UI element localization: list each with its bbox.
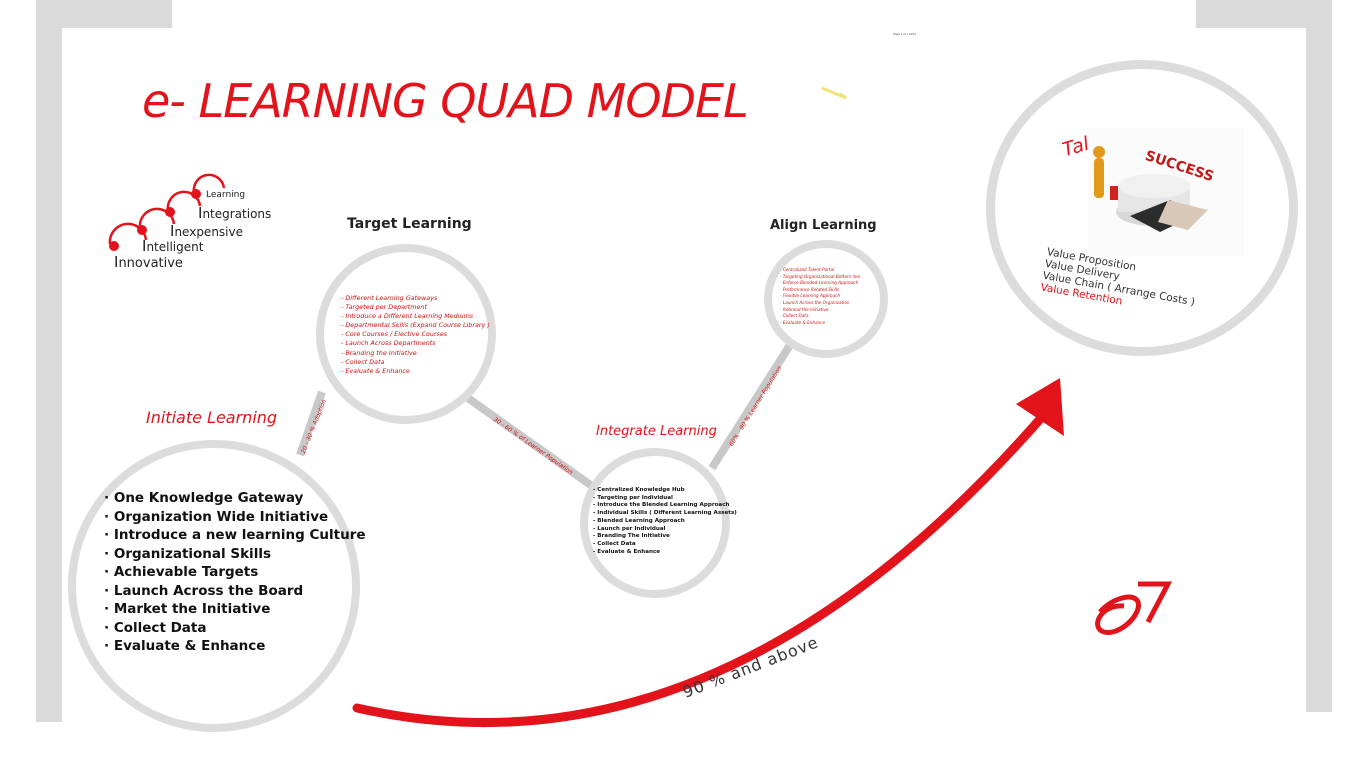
connector-line-2 <box>462 392 595 490</box>
logo-word-innovative: Innovative <box>114 253 183 271</box>
list-item: - Centralized Talent Portal <box>780 267 835 272</box>
list-item: - Performance Related Skills <box>780 286 840 292</box>
frame-right-top <box>1196 0 1332 28</box>
list-item: · Introduce a new learning Culture <box>104 527 366 543</box>
list-item: - Introduce the Blended Learning Approac… <box>593 502 730 509</box>
growth-arrow-head <box>1016 378 1064 436</box>
target-learning-heading: Target Learning <box>347 216 472 232</box>
list-item: · Evaluate & Enhance <box>104 638 266 654</box>
list-item: - Branding The Initiative <box>593 533 670 540</box>
list-item: · Market the Initiative <box>104 601 271 617</box>
list-item: - Launch Across the Organization <box>780 299 850 305</box>
list-item: - Blended Learning Approach <box>593 517 685 524</box>
list-item: · Organization Wide Initiative <box>104 508 329 525</box>
list-item: - Individual Skills ( Different Learning… <box>593 510 737 517</box>
list-item: - Evaluate & Enhance <box>341 366 410 375</box>
success-illustration: SUCCESS <box>1088 128 1244 256</box>
align-learning-list: - Centralized Talent Portal - Targeting … <box>780 267 860 326</box>
list-item: - Introduce a Different Learning Mediums <box>341 312 474 321</box>
page-title: e- LEARNING QUAD MODEL <box>142 74 749 128</box>
connector-line-3 <box>708 342 794 471</box>
list-item: · Achievable Targets <box>104 564 259 580</box>
logo-word-intelligent: Intelligent <box>142 237 204 255</box>
initiate-learning-list: · One Knowledge Gateway · Organization W… <box>104 489 366 656</box>
list-item: · Organizational Skills <box>104 545 271 562</box>
spark-decoration <box>821 86 847 100</box>
list-item: - Centralized Knowledge Hub <box>593 487 685 493</box>
logo-word-learning: Learning <box>206 190 246 200</box>
frame-left <box>36 0 62 722</box>
integrate-learning-label: Integrate Learning <box>596 424 717 439</box>
list-item: · Collect Data <box>104 619 207 636</box>
integrate-learning-circle <box>580 448 730 598</box>
initiate-learning-label: Initiate Learning <box>146 408 278 427</box>
logo-arcs-icon <box>108 173 226 251</box>
initiate-learning-circle <box>68 440 360 732</box>
list-item: - Flexible Learning Approach <box>780 293 841 299</box>
logo-word-inexpensive: Inexpensive <box>170 222 243 240</box>
success-image-icon <box>1093 146 1208 232</box>
list-item: - Different Learning Gateways <box>341 294 438 302</box>
frame-right <box>1306 0 1332 712</box>
integrate-learning-list: - Centralized Knowledge Hub - Targeting … <box>593 487 737 556</box>
logo-word-integrations: Integrations <box>198 204 272 222</box>
list-item: - Collect Data <box>593 540 636 547</box>
list-item: - Launch Across Departments <box>341 339 436 348</box>
list-item: - Evaluate & Enhance <box>780 319 826 325</box>
list-item: - Evaluate & Enhance <box>593 548 661 555</box>
list-item: - Branding the Initiative <box>341 348 417 357</box>
list-item: - Collect Data <box>341 357 385 366</box>
target-learning-circle <box>316 244 496 424</box>
growth-arrow-shaft <box>352 405 1053 728</box>
brand-logo-icon <box>1095 581 1173 635</box>
list-item: - Collect Data <box>780 313 809 319</box>
list-item: · Launch Across the Board <box>104 582 304 599</box>
list-item: - Targeting Organizational Bottom line <box>780 273 861 279</box>
company-logo: Learning Integrations Inexpensive Intell… <box>104 172 284 272</box>
frame-left-top <box>36 0 172 28</box>
list-item: - Launch per Individual <box>593 525 666 532</box>
list-item: - Targeting per Individual <box>593 494 673 501</box>
list-item: - Departmental Skills (Expand Course Lib… <box>341 321 490 330</box>
align-learning-circle <box>764 240 888 358</box>
connector-line-1 <box>296 390 326 457</box>
list-item: · One Knowledge Gateway <box>104 490 304 506</box>
tiny-page-note: Page 1 of 1 2014 <box>893 32 916 36</box>
list-item: - Core Courses / Elective Courses <box>341 330 448 339</box>
list-item: - Rebrand the Initiative <box>780 306 829 312</box>
align-learning-heading: Align Learning <box>770 218 877 233</box>
list-item: - Enforce Blended Learning Approach <box>780 280 859 286</box>
list-item: - Targeted per Department <box>341 303 427 312</box>
target-learning-list: - Different Learning Gateways - Targeted… <box>341 294 490 376</box>
